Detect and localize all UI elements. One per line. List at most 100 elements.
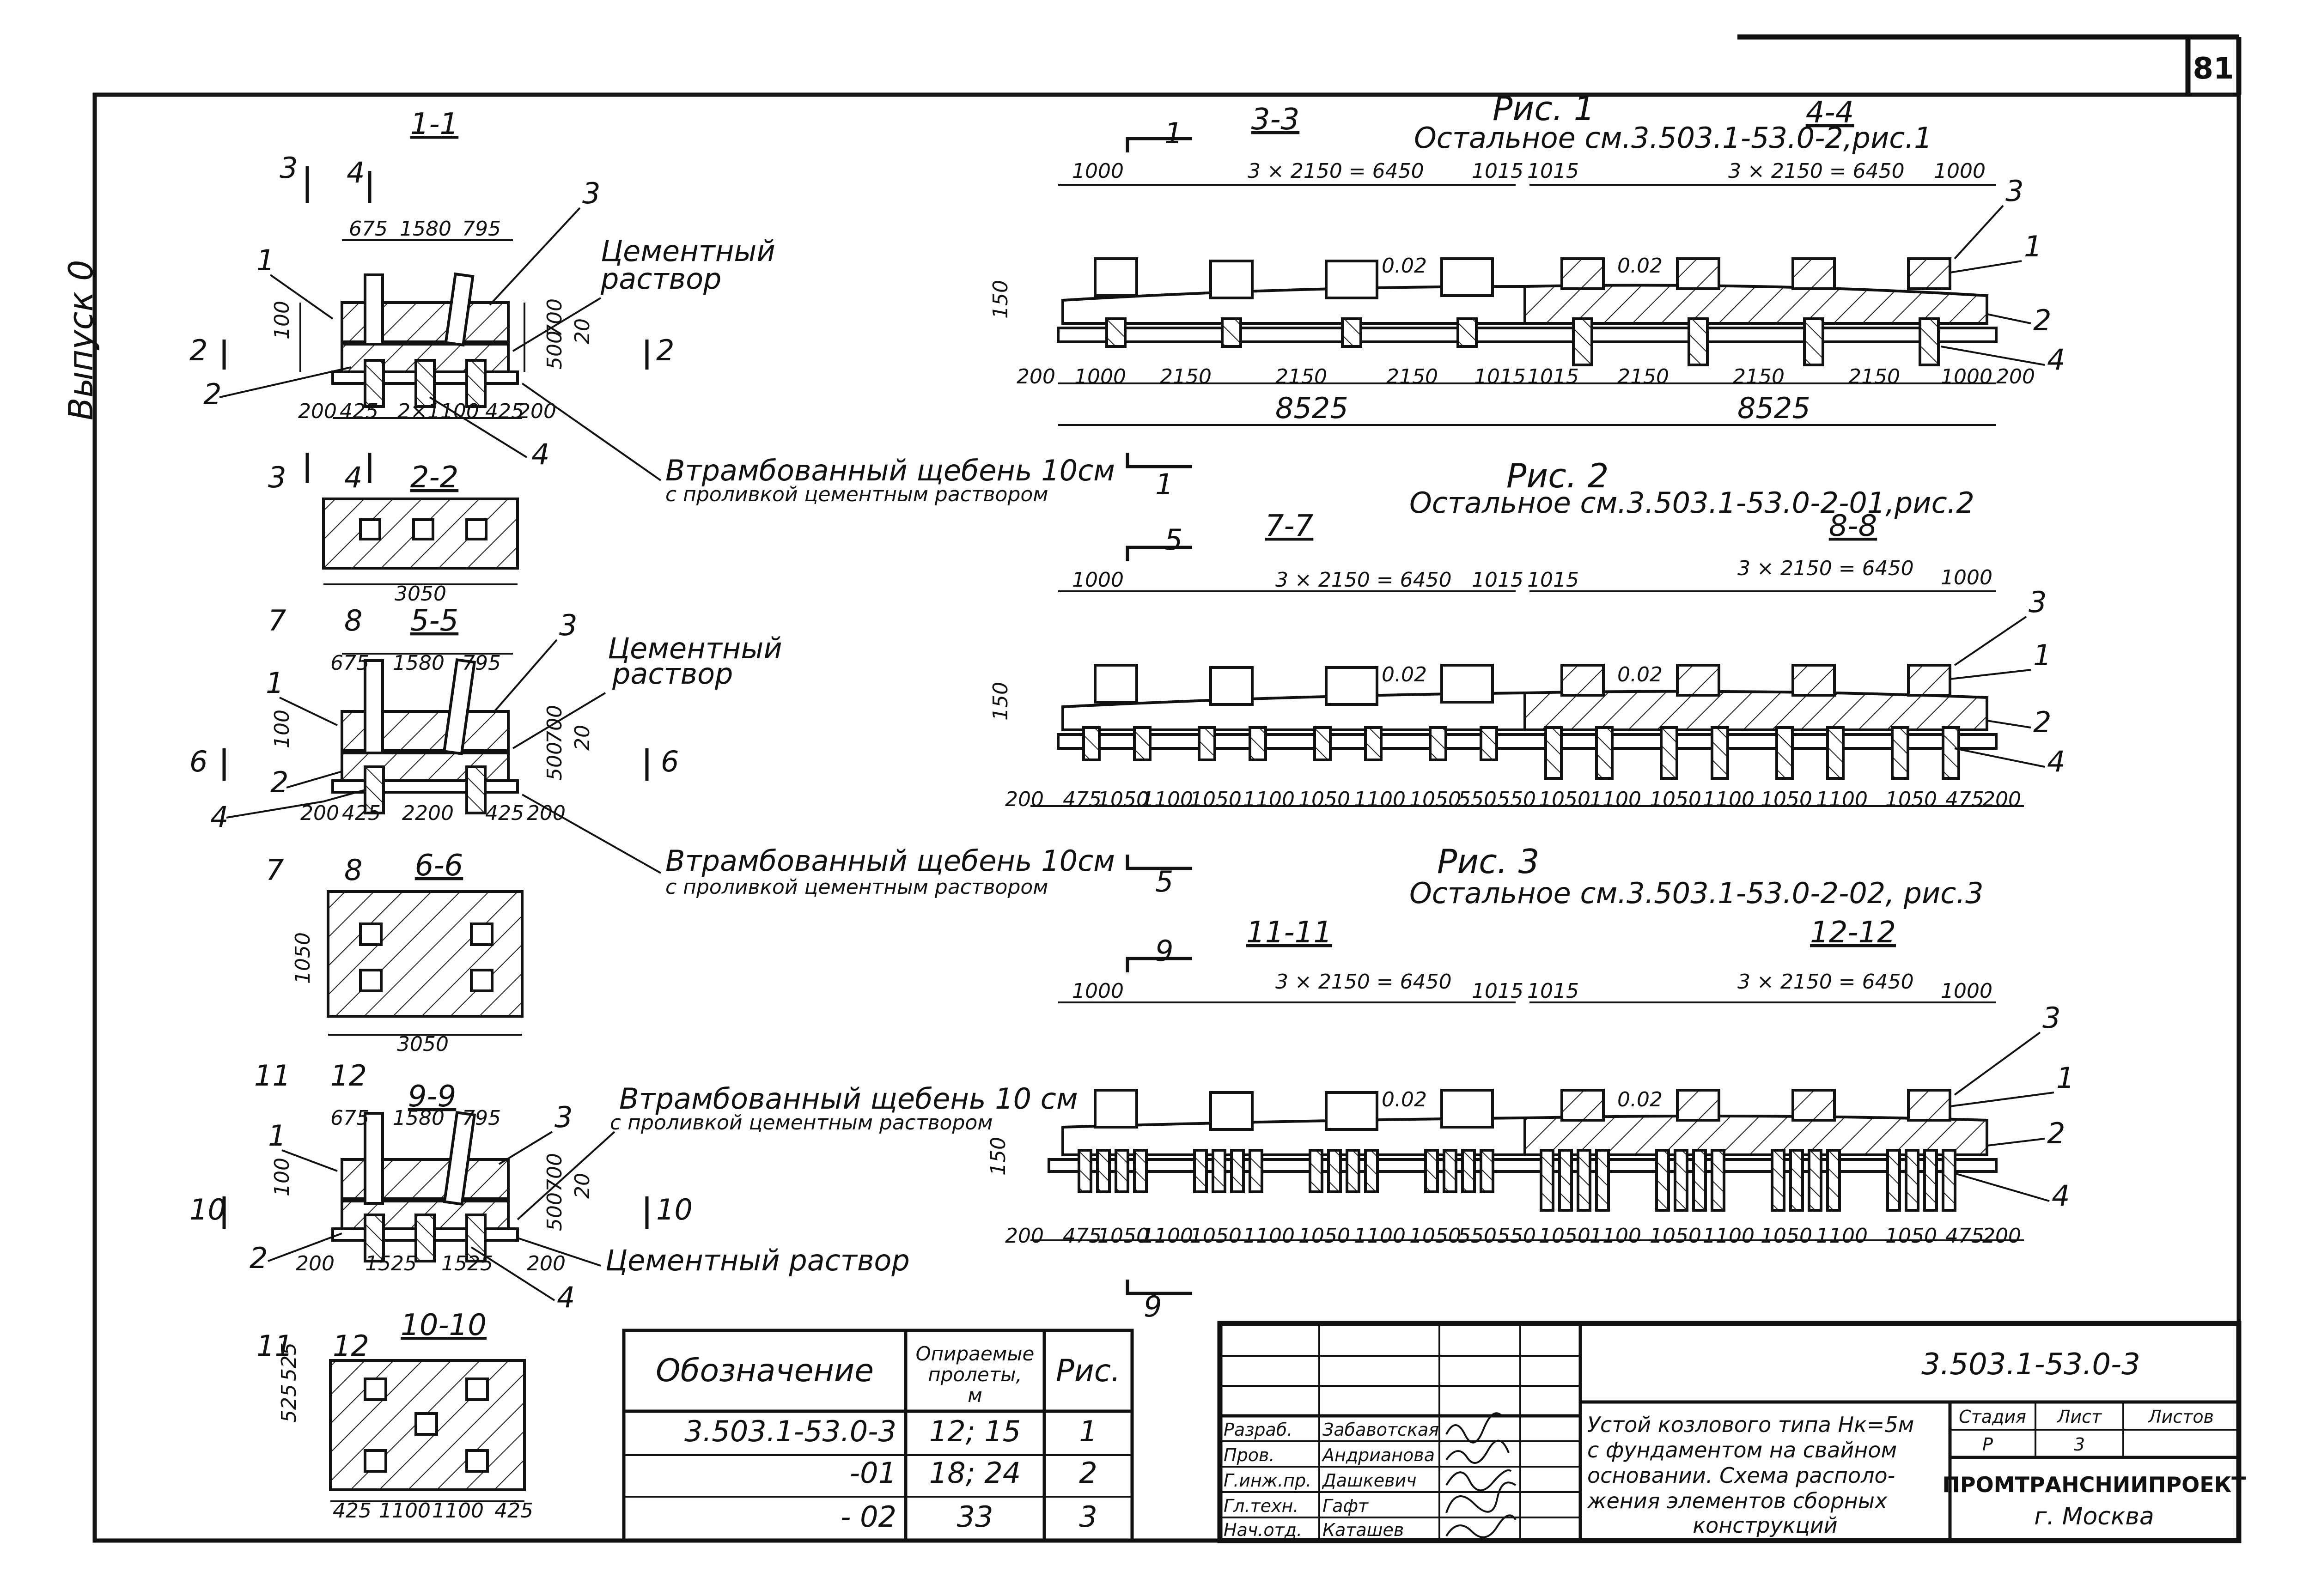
dim: 100	[270, 710, 294, 748]
role: Гл.техн.	[1224, 1496, 1298, 1516]
section-title: 7-7	[1265, 509, 1314, 543]
dim: 1100	[1816, 1224, 1868, 1248]
dim: 3050	[397, 1032, 449, 1056]
note-mortar: раствор	[600, 262, 721, 296]
dim: 200	[1996, 365, 2035, 388]
section-title: 11-11	[1246, 916, 1332, 950]
figure-reference: Остальное см.3.503.1-53.0-2,рис.1	[1414, 121, 1932, 155]
table-cell: 1	[1079, 1414, 1097, 1448]
dim: 20	[571, 1173, 594, 1199]
section-5-5: 5-5 7 8 7 8 6 6 675 1580 795 200 425 220…	[189, 604, 1115, 899]
dim: 1050	[1298, 1224, 1350, 1248]
callout: 2	[270, 765, 288, 799]
slope-label: 0.02	[1617, 254, 1663, 278]
dim: 1015	[1527, 979, 1579, 1003]
dim: 150	[989, 280, 1012, 319]
dim: 675	[330, 1106, 369, 1130]
dim: 200	[527, 801, 566, 825]
section-title: 12-12	[1810, 916, 1896, 950]
cut-mark: 12	[330, 1059, 367, 1092]
dim: 475	[1945, 1224, 1984, 1248]
dim: 1100	[1243, 788, 1295, 811]
callout: 2	[2033, 705, 2051, 739]
person-name: Андрианова	[1321, 1445, 1435, 1465]
title-line: основании. Схема располо-	[1587, 1463, 1895, 1488]
dim: 425	[494, 1499, 533, 1523]
dim: 2150	[1617, 365, 1669, 388]
dim: 20	[571, 318, 594, 344]
dim: 525	[277, 1384, 301, 1423]
dim: 3 × 2150 = 6450	[1737, 557, 1914, 580]
dim: 200	[300, 801, 339, 825]
dim: 1100	[1590, 1224, 1641, 1248]
callout: 3	[554, 1100, 573, 1134]
dim: 200	[298, 400, 337, 423]
dim: 550	[1497, 788, 1536, 811]
dim: 1050	[1190, 1224, 1242, 1248]
slope-label: 0.02	[1382, 663, 1427, 686]
figure-3: Рис. 3 Остальное см.3.503.1-53.0-2-02, р…	[987, 842, 2074, 1323]
dim: 1050	[1885, 1224, 1937, 1248]
page-number: 81	[2193, 52, 2234, 86]
section-title: 5-5	[410, 604, 459, 638]
note-mortar: Цементный	[601, 234, 775, 268]
figure-reference: Остальное см.3.503.1-53.0-2-01,рис.2	[1409, 486, 1974, 520]
vertical-title: Выпуск 0	[61, 260, 100, 420]
table-cell: 3	[1079, 1500, 1097, 1534]
callout: 4	[2047, 343, 2065, 376]
dim: 675	[330, 651, 369, 675]
callout: 2	[2033, 303, 2051, 337]
spec-table: Обозначение Опираемые пролеты, м Рис. 3.…	[622, 1329, 1134, 1542]
dim: 1100	[1590, 788, 1641, 811]
callout: 1	[256, 243, 274, 277]
stage-value: Р	[1982, 1434, 1993, 1455]
dim: 1050	[1097, 1224, 1149, 1248]
table-header: Рис.	[1056, 1353, 1121, 1389]
role: Разраб.	[1224, 1420, 1292, 1440]
person-name: Забавотская	[1322, 1420, 1439, 1440]
dim: 500	[543, 742, 567, 781]
section-title: 3-3	[1251, 103, 1300, 137]
role: Нач.отд.	[1224, 1520, 1302, 1540]
dim: 1050	[291, 932, 315, 984]
cut-mark: 3	[280, 151, 298, 185]
dim: 150	[987, 1137, 1010, 1176]
dim: 1100	[1703, 788, 1755, 811]
dim: 1050	[1761, 788, 1812, 811]
dim: 8525	[1737, 391, 1810, 425]
figure-2: Рис. 2 Остальное см.3.503.1-53.0-2-01,ри…	[989, 456, 2065, 898]
dim: 1000	[1072, 159, 1124, 183]
callout: 2	[250, 1241, 268, 1275]
dim: 675	[349, 217, 388, 241]
callout: 4	[2052, 1179, 2070, 1213]
section-title: 2-2	[410, 461, 459, 495]
callout: 4	[2047, 745, 2065, 778]
cut-mark: 2	[189, 334, 207, 367]
title-line: жения элементов сборных	[1587, 1488, 1888, 1513]
person-name: Гафт	[1322, 1496, 1369, 1516]
callout: 4	[557, 1280, 575, 1314]
cut-mark: 12	[333, 1329, 369, 1363]
cut-mark: 7	[266, 853, 284, 887]
note-gravel: с проливкой цементным раствором	[665, 483, 1048, 506]
cut-mark: 10	[656, 1193, 693, 1226]
title-line: конструкций	[1693, 1513, 1837, 1538]
dim: 2150	[1733, 365, 1785, 388]
figure-1: Рис. 1 Остальное см.3.503.1-53.0-2,рис.1…	[989, 89, 2065, 501]
dim: 1015	[1527, 568, 1579, 592]
title-line: с фундаментом на свайном	[1587, 1438, 1897, 1462]
callout: 2	[2047, 1117, 2065, 1150]
dim: 1100	[1141, 1224, 1193, 1248]
dim: 1015	[1472, 568, 1523, 592]
dim: 1050	[1539, 788, 1590, 811]
title-line: Устой козлового типа Нк=5м	[1587, 1412, 1914, 1437]
callout: 4	[531, 437, 549, 471]
callout: 4	[210, 800, 228, 834]
dim: 20	[571, 725, 594, 751]
note-gravel: с проливкой цементным раствором	[665, 875, 1048, 899]
dim: 1050	[1650, 1224, 1701, 1248]
dim: 550	[1497, 1224, 1536, 1248]
dim: 795	[462, 217, 501, 241]
note-gravel: Втрамбованный щебень 10см	[665, 454, 1115, 487]
dim: 1000	[1941, 566, 1992, 589]
